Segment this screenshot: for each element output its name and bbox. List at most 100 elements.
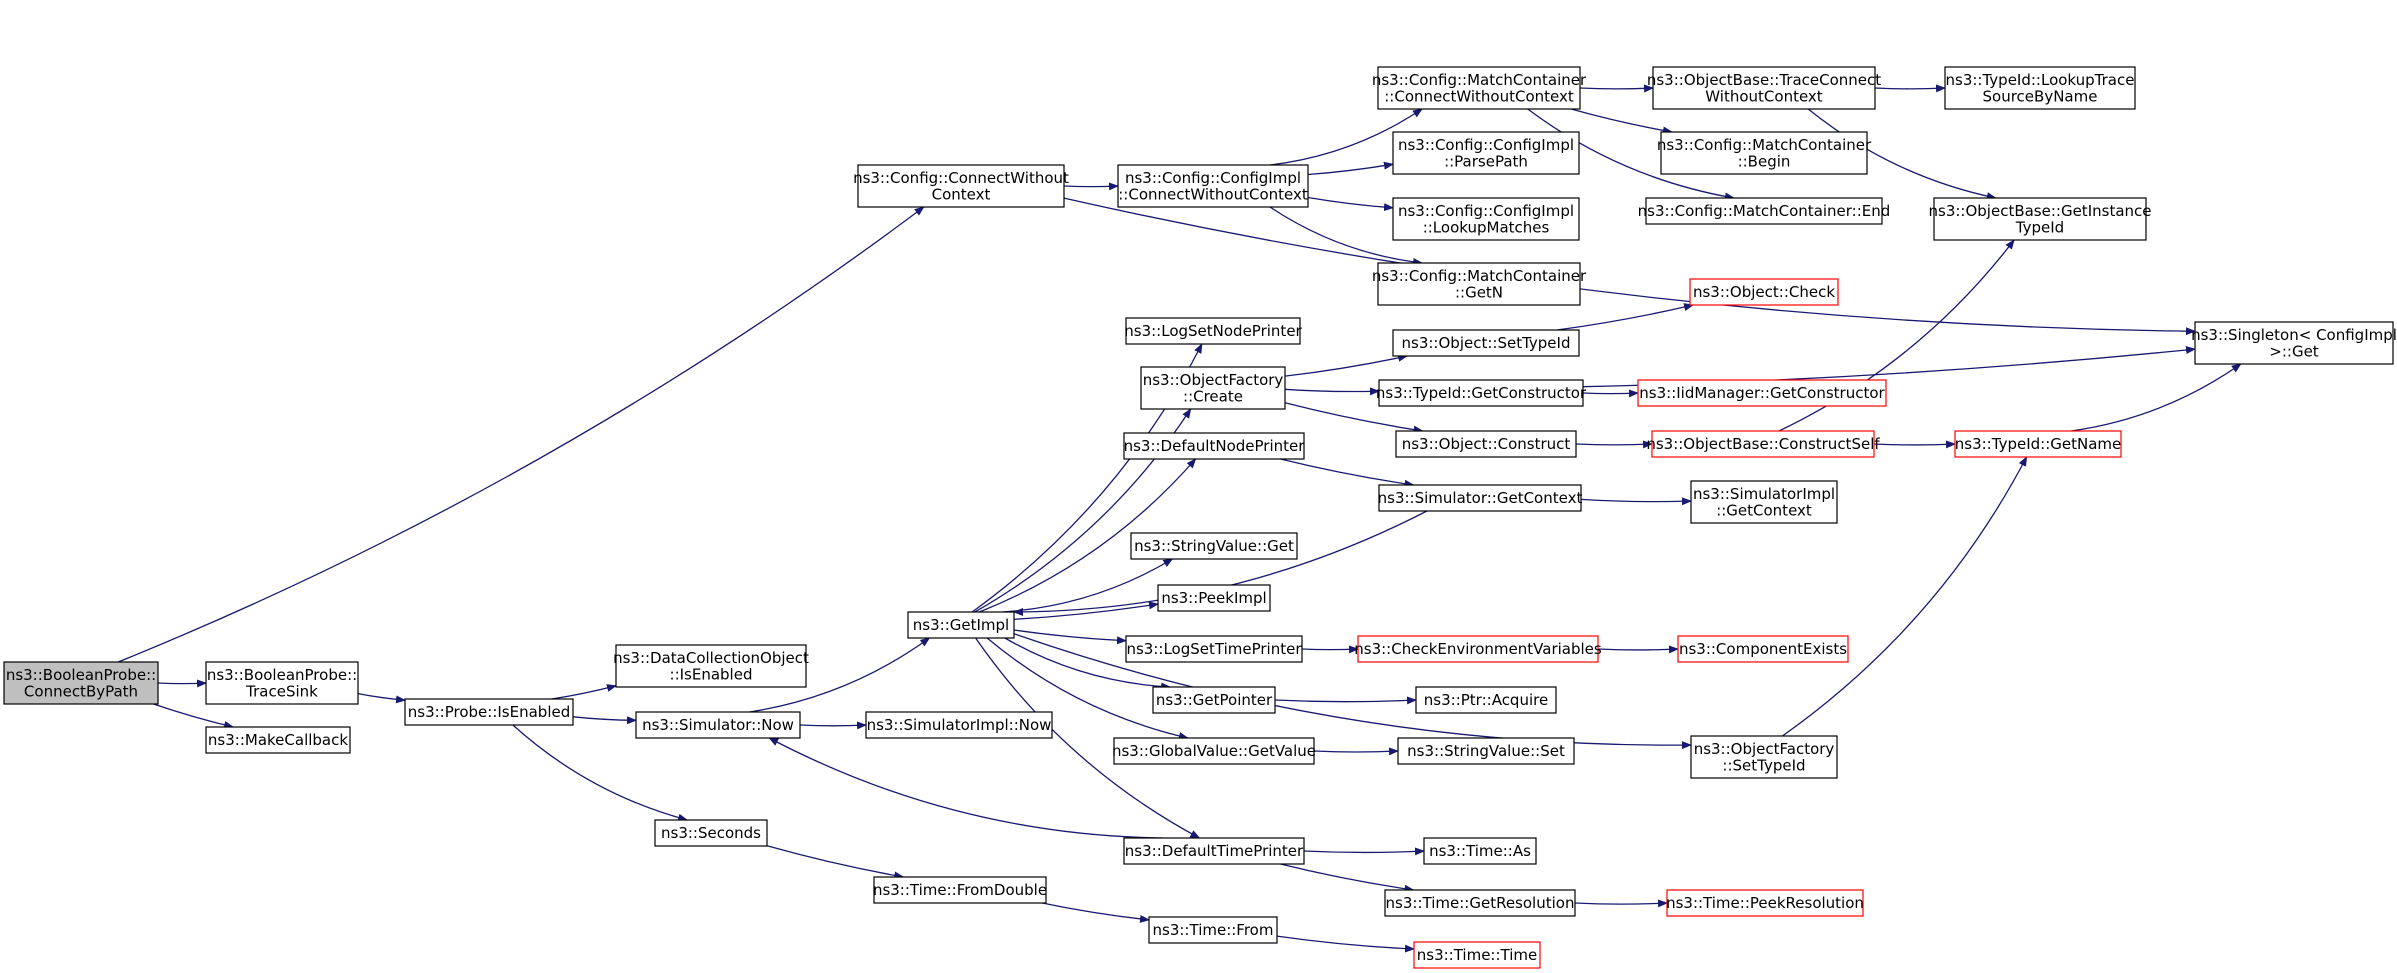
node-label-line: ns3::DataCollectionObject: [613, 649, 809, 667]
node-label-line: ns3::Time::GetResolution: [1386, 894, 1575, 912]
node-cfgimpl-lookup[interactable]: ns3::Config::ConfigImpl::LookupMatches: [1392, 197, 1580, 241]
node-box: [1130, 532, 1298, 560]
edge-n_getimpl-to-n_defaulttimeprinter: [975, 637, 1201, 839]
node-compexists[interactable]: ns3::ComponentExists: [1677, 635, 1849, 663]
node-mc-getn[interactable]: ns3::Config::MatchContainer::GetN: [1372, 262, 1587, 306]
node-getpointer[interactable]: ns3::GetPointer: [1152, 686, 1276, 714]
edges-layer: [117, 84, 2242, 953]
node-time-from[interactable]: ns3::Time::From: [1148, 916, 1278, 944]
nodes-layer: ns3::BooleanProbe::ConnectByPath ns3::Con…: [3, 66, 2397, 969]
node-box: [1933, 197, 2147, 241]
edge-n_cfgimpl_cwc-to-n_cfgimpl_parsepath: [1307, 161, 1394, 176]
node-label-line: ns3::ObjectBase::TraceConnect: [1647, 71, 1881, 89]
node-box: [1415, 686, 1557, 714]
node-label-line: ::ParsePath: [1444, 152, 1528, 170]
node-time-getres[interactable]: ns3::Time::GetResolution: [1384, 889, 1576, 917]
node-obj-construct[interactable]: ns3::Object::Construct: [1395, 430, 1577, 458]
node-label-line: ns3::Time::Time: [1417, 946, 1538, 964]
node-box: [1123, 432, 1305, 460]
node-sim-getcontext[interactable]: ns3::Simulator::GetContext: [1378, 484, 1583, 512]
node-box: [1125, 317, 1301, 345]
node-label-line: ns3::Time::From: [1153, 921, 1274, 939]
node-probe-isenabled[interactable]: ns3::Probe::IsEnabled: [404, 698, 574, 726]
node-time-time[interactable]: ns3::Time::Time: [1413, 941, 1541, 969]
node-boolprobe-cbp[interactable]: ns3::BooleanProbe::ConnectByPath: [3, 661, 159, 705]
node-box: [1666, 889, 1864, 917]
node-obj-check[interactable]: ns3::Object::Check: [1689, 278, 1839, 306]
node-boolprobe-ts[interactable]: ns3::BooleanProbe::TraceSink: [205, 661, 359, 705]
node-label-line: ::GetN: [1455, 283, 1503, 301]
node-singleton-get[interactable]: ns3::Singleton< ConfigImpl>::Get: [2191, 321, 2397, 365]
edge-n_gv_getvalue-to-n_stringvalue_set: [1313, 747, 1399, 756]
node-box: [1148, 916, 1278, 944]
node-label-line: ::Create: [1183, 387, 1243, 405]
node-ob-constructself[interactable]: ns3::ObjectBase::ConstructSelf: [1646, 430, 1880, 458]
node-mc-cwc[interactable]: ns3::Config::MatchContainer::ConnectWith…: [1372, 66, 1587, 110]
edge-n_objfactory_create-to-n_obj_settypeid: [1284, 353, 1409, 377]
node-typeid-getctor[interactable]: ns3::TypeId::GetConstructor: [1376, 379, 1587, 407]
node-cfgimpl-cwc[interactable]: ns3::Config::ConfigImpl::ConnectWithoutC…: [1117, 164, 1309, 208]
node-label-line: WithoutContext: [1705, 87, 1823, 105]
node-sim-now[interactable]: ns3::Simulator::Now: [635, 711, 801, 739]
node-box: [1377, 66, 1581, 110]
edge-n_sim_now-to-n_simimpl_now: [799, 721, 867, 730]
node-logsettimeprinter[interactable]: ns3::LogSetTimePrinter: [1125, 635, 1303, 663]
node-time-fromdouble[interactable]: ns3::Time::FromDouble: [873, 876, 1047, 904]
node-ob-tcwc[interactable]: ns3::ObjectBase::TraceConnectWithoutCont…: [1647, 66, 1881, 110]
node-simimpl-getcontext[interactable]: ns3::SimulatorImpl::GetContext: [1690, 480, 1838, 524]
node-seconds[interactable]: ns3::Seconds: [654, 819, 768, 847]
node-typeid-getname[interactable]: ns3::TypeId::GetName: [1954, 430, 2122, 458]
node-ptr-acquire[interactable]: ns3::Ptr::Acquire: [1415, 686, 1557, 714]
node-label-line: ns3::StringValue::Get: [1134, 537, 1294, 555]
node-stringvalue-get[interactable]: ns3::StringValue::Get: [1130, 532, 1298, 560]
node-defaultnodeprinter[interactable]: ns3::DefaultNodePrinter: [1123, 432, 1306, 460]
node-time-peekres[interactable]: ns3::Time::PeekResolution: [1666, 889, 1864, 917]
edge-n_ob_constructself-to-n_typeid_getname: [1873, 440, 1956, 449]
node-label-line: ns3::Seconds: [661, 824, 761, 842]
node-box: [635, 711, 801, 739]
edge-n_obj_construct-to-n_ob_constructself: [1575, 440, 1653, 449]
node-label-line: ns3::Config::ConnectWithout: [853, 169, 1069, 187]
node-simimpl-now[interactable]: ns3::SimulatorImpl::Now: [865, 711, 1053, 739]
node-iidmgr-getctor[interactable]: ns3::IidManager::GetConstructor: [1637, 379, 1887, 407]
node-label-line: ns3::GlobalValue::GetValue: [1112, 742, 1316, 760]
node-label-line: ns3::Ptr::Acquire: [1424, 691, 1548, 709]
node-box: [1690, 480, 1838, 524]
node-time-as[interactable]: ns3::Time::As: [1423, 837, 1537, 865]
node-obj-settypeid[interactable]: ns3::Object::SetTypeId: [1392, 329, 1580, 357]
edge-n_mc_cwc-to-n_ob_tcwc: [1579, 84, 1654, 93]
node-label-line: Context: [932, 185, 991, 203]
node-mc-begin[interactable]: ns3::Config::MatchContainer::Begin: [1657, 131, 1872, 175]
node-cfg-cwc[interactable]: ns3::Config::ConnectWithoutContext: [853, 164, 1069, 208]
node-stringvalue-set[interactable]: ns3::StringValue::Set: [1397, 737, 1575, 765]
node-objfactory-create[interactable]: ns3::ObjectFactory::Create: [1140, 366, 1286, 410]
edge-n_sim_getcontext-to-n_simimpl_getcontext: [1580, 497, 1692, 506]
node-label-line: ns3::SimulatorImpl::Now: [867, 716, 1052, 734]
edge-n_mc_cwc-to-n_mc_end: [1527, 108, 1735, 201]
node-gv-getvalue[interactable]: ns3::GlobalValue::GetValue: [1112, 737, 1316, 765]
node-cfgimpl-parsepath[interactable]: ns3::Config::ConfigImpl::ParsePath: [1392, 131, 1580, 175]
node-box: [1378, 379, 1584, 407]
node-label-line: SourceByName: [1983, 87, 2098, 105]
node-objfactory-settypeid[interactable]: ns3::ObjectFactory::SetTypeId: [1690, 735, 1838, 779]
edge-n_boolprobe_ts-to-n_probe_isenabled: [357, 692, 406, 704]
node-box: [1157, 584, 1271, 612]
node-defaulttimeprinter[interactable]: ns3::DefaultTimePrinter: [1123, 837, 1305, 865]
node-box: [1117, 164, 1309, 208]
node-dco-isenabled[interactable]: ns3::DataCollectionObject::IsEnabled: [613, 644, 809, 688]
node-getimpl[interactable]: ns3::GetImpl: [907, 611, 1015, 639]
node-label-line: ns3::Simulator::GetContext: [1378, 489, 1583, 507]
node-label-line: ::ConnectWithoutContext: [1118, 185, 1308, 203]
edge-n_cfgimpl_cwc-to-n_mc_getn: [1269, 206, 1423, 266]
node-box: [2194, 321, 2394, 365]
node-makecallback[interactable]: ns3::MakeCallback: [205, 726, 351, 754]
node-mc-end[interactable]: ns3::Config::MatchContainer::End: [1638, 197, 1891, 225]
edge-n_typeid_getname-to-n_singleton_get: [2070, 363, 2242, 432]
node-label-line: ns3::Object::Construct: [1402, 435, 1571, 453]
node-box: [3, 661, 159, 705]
node-peekimpl[interactable]: ns3::PeekImpl: [1157, 584, 1271, 612]
node-logsetnodeprinter[interactable]: ns3::LogSetNodePrinter: [1124, 317, 1303, 345]
node-checkenv[interactable]: ns3::CheckEnvironmentVariables: [1354, 635, 1602, 663]
